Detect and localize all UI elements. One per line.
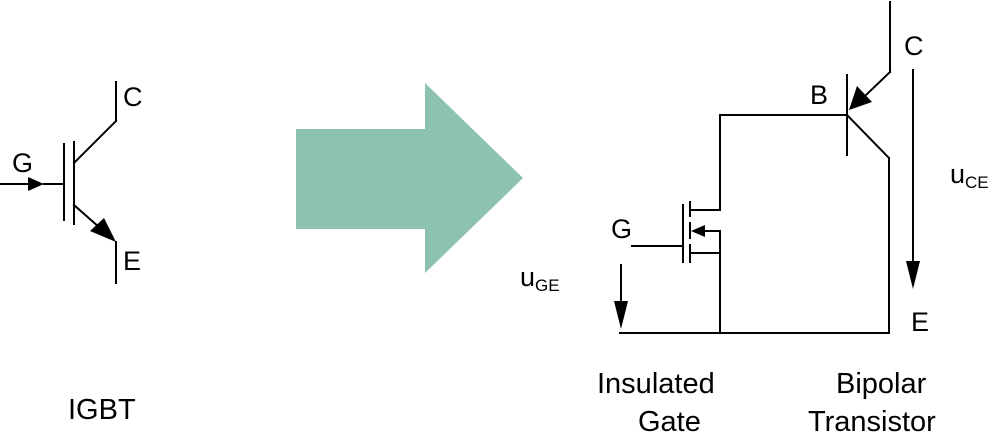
- transformation-arrow: [296, 83, 523, 273]
- igbt-label-g: G: [12, 148, 33, 178]
- igbt-label-c: C: [123, 82, 143, 112]
- mosfet-body-arrowhead: [691, 225, 705, 237]
- igbt-collector-diag: [72, 119, 118, 165]
- caption-gate: Gate: [638, 406, 701, 438]
- igbt-caption: IGBT: [68, 394, 136, 426]
- bjt-label-b: B: [810, 80, 828, 110]
- uce-label-sub: CE: [965, 173, 989, 192]
- uge-label-sub: GE: [535, 276, 560, 295]
- bjt-collector-diag: [863, 70, 892, 98]
- bjt-emitter-diag: [845, 113, 891, 160]
- bjt-arrowhead: [849, 86, 872, 110]
- igbt-gate-arrowhead: [28, 177, 44, 191]
- uge-label-main: u: [520, 262, 535, 292]
- equivalent-circuit: B C E G uCE uGE Insulated Gate Bipolar T…: [520, 1, 989, 438]
- uge-label: uGE: [520, 262, 560, 295]
- caption-insulated: Insulated: [597, 368, 715, 400]
- igbt-emitter-arrowhead: [90, 218, 116, 242]
- caption-transistor: Transistor: [808, 406, 936, 438]
- uce-label-main: u: [950, 159, 965, 189]
- uce-label: uCE: [950, 159, 989, 192]
- igbt-label-e: E: [123, 246, 141, 276]
- igbt-emitter-diag: [72, 203, 102, 230]
- uge-arrowhead: [614, 301, 628, 329]
- uce-arrowhead: [906, 261, 920, 289]
- bjt-label-e: E: [911, 307, 929, 337]
- caption-bipolar: Bipolar: [836, 368, 927, 400]
- bjt-label-c: C: [904, 31, 924, 61]
- igbt-symbol: C G E IGBT: [0, 81, 143, 426]
- mosfet-label-g: G: [611, 214, 632, 244]
